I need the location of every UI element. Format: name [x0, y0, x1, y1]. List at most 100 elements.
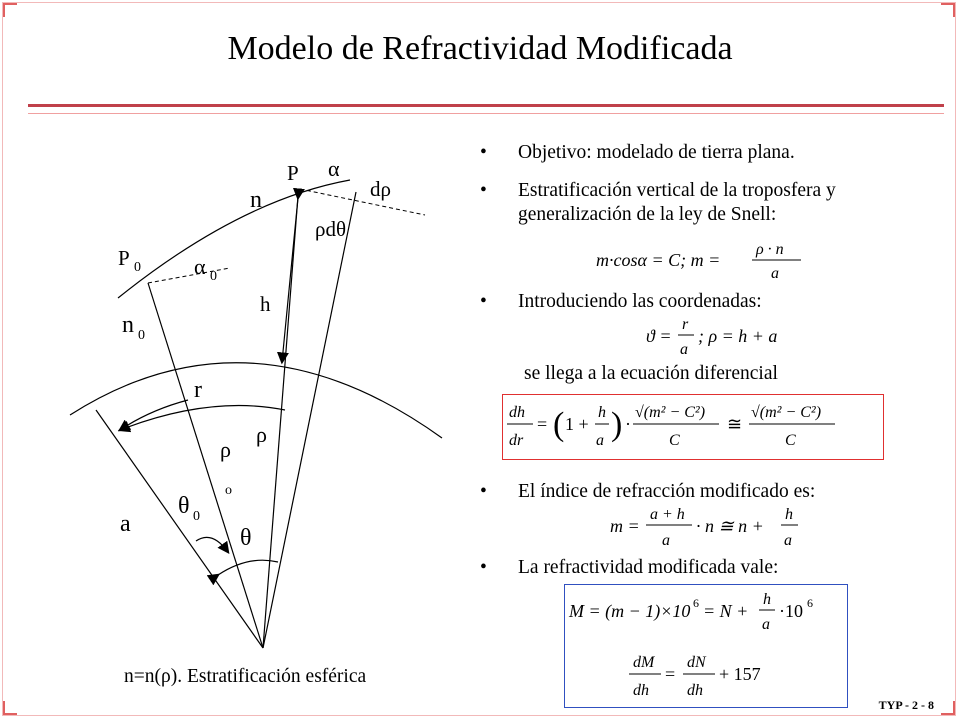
svg-text:a: a: [771, 265, 779, 282]
label-rho-o: ρ: [220, 437, 231, 462]
label-n0-sub: 0: [138, 328, 145, 343]
svg-text:m =: m =: [610, 516, 640, 536]
label-p: P: [287, 161, 299, 185]
svg-text:h: h: [763, 591, 771, 608]
equation-differential-box: dh dr = ( 1 + h a ) · √(m² − C²) C ≅ √(m…: [502, 394, 884, 460]
svg-text:ϑ =: ϑ =: [646, 326, 671, 346]
mid-text: se llega a la ecuación diferencial: [524, 363, 778, 384]
label-drho: dρ: [370, 177, 391, 201]
label-p0: P: [118, 246, 130, 270]
radial-line-left: [95, 409, 264, 649]
svg-text:a: a: [762, 616, 770, 633]
label-rhodtheta: ρdθ: [315, 217, 346, 241]
svg-text:a + h: a + h: [650, 506, 685, 523]
rho-arc-arrow: [117, 404, 286, 433]
bullet-text: Introduciendo las coordenadas:: [518, 291, 762, 312]
bullet-text: Objetivo: modelado de tierra plana.: [518, 142, 795, 163]
slide-footer: TYP - 2 - 8: [878, 698, 934, 712]
svg-text:): ): [611, 406, 622, 443]
svg-text:≅: ≅: [727, 414, 742, 434]
equation-modified-index: m = a + h a · n ≅ n + h a: [610, 502, 820, 554]
tangent-dashed-p: [299, 188, 426, 216]
svg-text:; ρ = h + a: ; ρ = h + a: [698, 326, 777, 346]
equation-snell: m·cosα = C; m = ρ · n a: [596, 238, 816, 284]
svg-text:=: =: [537, 414, 547, 434]
svg-text:ρ · n: ρ · n: [755, 241, 784, 258]
bullet-coordinates: • Introduciendo las coordenadas:: [480, 290, 936, 314]
svg-text:1 +: 1 +: [565, 414, 589, 434]
bullet-text: El índice de refracción modificado es:: [518, 481, 816, 502]
svg-text:a: a: [784, 532, 792, 549]
svg-text:m·cosα = C; m =: m·cosα = C; m =: [596, 250, 720, 270]
diagram-caption: n=n(ρ). Estratificación esférica: [124, 666, 367, 687]
bullet-stratification: • Estratificación vertical de la troposf…: [480, 179, 936, 227]
svg-text:6: 6: [807, 596, 813, 610]
label-alpha0: α: [194, 254, 206, 279]
slide-title: Modelo de Refractividad Modificada: [227, 30, 733, 67]
bullet-objective: • Objetivo: modelado de tierra plana.: [480, 141, 936, 165]
svg-text:h: h: [785, 506, 793, 523]
label-theta0: θ: [178, 493, 190, 519]
title-rule-thin: [28, 113, 944, 114]
svg-text:·: ·: [625, 414, 631, 434]
radial-line-outer: [262, 191, 357, 649]
svg-text:dh: dh: [633, 682, 649, 699]
svg-text:r: r: [682, 316, 689, 333]
svg-text:= N +: = N +: [703, 601, 748, 621]
radial-line-p: [262, 195, 299, 649]
label-n: n: [250, 187, 262, 213]
svg-text:dr: dr: [509, 432, 524, 449]
svg-text:· n ≅ n +: · n ≅ n +: [696, 516, 764, 536]
label-p0-sub: 0: [134, 260, 141, 275]
svg-text:+ 157: + 157: [719, 664, 761, 684]
bullet-text: Estratificación vertical de la troposfer…: [518, 180, 836, 225]
bullet-refractivity: • La refractividad modificada vale:: [480, 556, 936, 580]
ray-path-arc: [117, 179, 351, 299]
label-alpha: α: [328, 156, 340, 181]
theta-angle-arc: [206, 559, 279, 586]
tangent-dashed-p0: [147, 267, 231, 284]
svg-text:=: =: [665, 664, 675, 684]
height-arrow: [276, 187, 305, 365]
svg-text:C: C: [785, 432, 796, 449]
svg-text:6: 6: [693, 596, 699, 610]
bullet-dot: •: [480, 481, 487, 502]
label-rho: ρ: [256, 422, 267, 447]
spherical-stratification-diagram: P α dρ n ρdθ P 0 α 0 h n 0 r ρ o ρ θ 0 θ…: [69, 156, 443, 649]
svg-text:√(m² − C²): √(m² − C²): [751, 404, 821, 421]
svg-text:a: a: [680, 341, 688, 358]
label-h: h: [260, 292, 271, 316]
svg-text:dh: dh: [509, 404, 525, 421]
label-theta: θ: [240, 525, 252, 551]
svg-text:√(m² − C²): √(m² − C²): [635, 404, 705, 421]
bullet-dot: •: [480, 557, 487, 578]
svg-text:dM: dM: [633, 654, 656, 671]
equation-refractivity-box: M = (m − 1)×10 6 = N + h a ·10 6 dM dh =…: [564, 584, 848, 708]
label-a: a: [120, 511, 131, 537]
svg-text:dN: dN: [687, 654, 707, 671]
svg-text:h: h: [598, 404, 606, 421]
r-arc-arrow: [118, 399, 189, 432]
earth-surface-arc: [69, 362, 443, 439]
svg-text:M = (m − 1)×10: M = (m − 1)×10: [568, 601, 690, 622]
frame-corner: [941, 3, 955, 17]
svg-text:dh: dh: [687, 682, 703, 699]
svg-text:a: a: [662, 532, 670, 549]
bullet-dot: •: [480, 142, 487, 163]
frame-corner: [3, 701, 17, 715]
svg-text:a: a: [596, 432, 604, 449]
radial-line-p0: [147, 282, 264, 649]
svg-text:C: C: [669, 432, 680, 449]
label-rho-o-sub: o: [225, 483, 232, 498]
frame-corner: [3, 3, 17, 17]
equation-coordinates: ϑ = r a ; ρ = h + a: [646, 312, 796, 362]
theta0-angle-arc: [195, 536, 230, 554]
label-r: r: [194, 377, 202, 403]
bullet-dot: •: [480, 180, 487, 201]
label-n0: n: [122, 312, 134, 338]
title-rule: [28, 104, 944, 107]
label-theta0-sub: 0: [193, 509, 200, 524]
svg-text:(: (: [553, 406, 564, 443]
bullet-modified-index: • El índice de refracción modificado es:: [480, 480, 936, 504]
